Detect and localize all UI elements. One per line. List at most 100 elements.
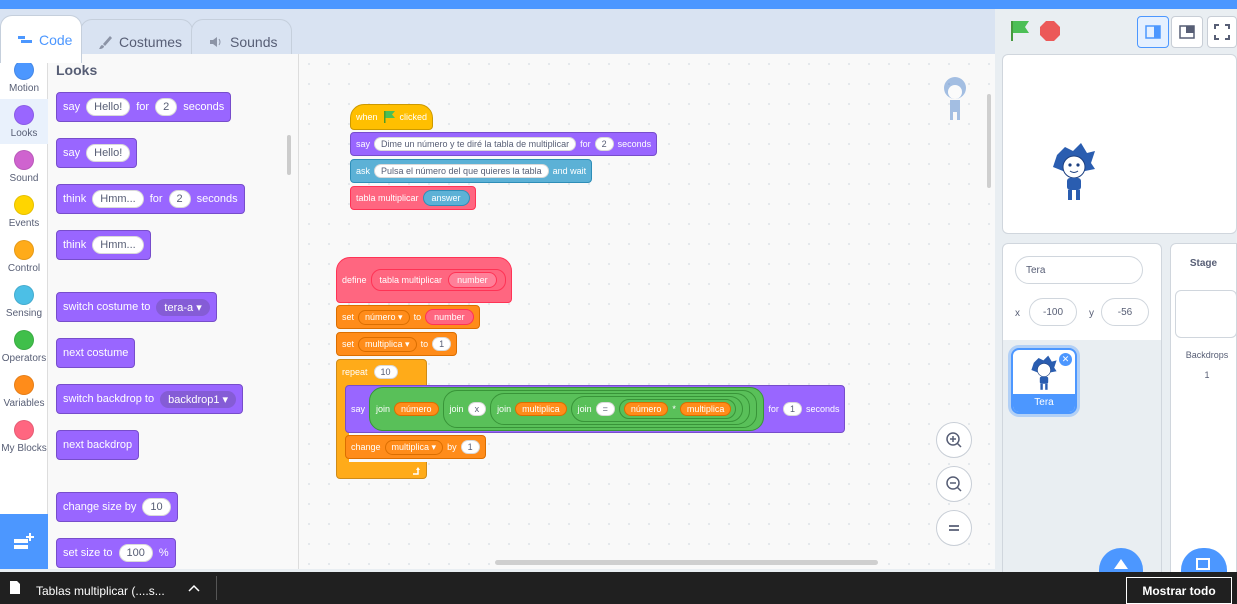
zoom-reset-button[interactable] [936, 510, 972, 546]
sprite-name-field[interactable]: Tera [1015, 256, 1143, 284]
category-operators[interactable]: Operators [0, 324, 48, 369]
block-input[interactable]: 1 [782, 402, 802, 416]
variable-dropdown[interactable]: multiplica ▾ [384, 439, 444, 455]
block-input[interactable]: Hello! [86, 98, 131, 116]
backdrop-dropdown[interactable]: backdrop1 ▾ [160, 390, 237, 408]
block-text: * [672, 404, 676, 414]
tab-code[interactable]: Code [0, 15, 82, 63]
block-text: join [577, 404, 592, 414]
variable-dropdown[interactable]: número ▾ [358, 309, 410, 325]
category-sensing[interactable]: Sensing [0, 279, 48, 324]
stop-icon[interactable] [1039, 20, 1061, 42]
add-extension-button[interactable] [0, 514, 48, 569]
block-input[interactable]: Pulsa el número del que quieres la tabla [374, 164, 549, 178]
variable-reporter[interactable]: número [394, 402, 439, 416]
join-reporter[interactable]: join x join multiplica join = número * m… [442, 390, 758, 428]
backdrop-thumbnail[interactable] [1175, 290, 1237, 338]
block-input[interactable]: x [467, 402, 487, 416]
block-input[interactable]: Hmm... [92, 190, 144, 208]
category-control[interactable]: Control [0, 234, 48, 279]
workspace-horizontal-scrollbar[interactable] [495, 560, 878, 565]
motion-dot-icon [14, 60, 34, 80]
block-say-for-secs[interactable]: say join número join x join multiplica j… [345, 385, 846, 433]
block-input[interactable]: 10 [373, 365, 398, 379]
block-input[interactable]: 2 [168, 190, 191, 208]
add-sprite-button[interactable] [1099, 548, 1143, 574]
block-text: ask [356, 166, 371, 176]
fullscreen-button[interactable] [1207, 16, 1237, 48]
tab-code-label: Code [39, 31, 73, 48]
category-label: Events [8, 218, 40, 229]
block-input[interactable]: 1 [432, 337, 452, 351]
join-reporter[interactable]: join multiplica join = número * multipli… [490, 393, 751, 425]
block-next-backdrop[interactable]: next backdrop [56, 430, 140, 460]
download-item-name[interactable]: Tablas multiplicar (....s... [36, 584, 165, 598]
block-text: next costume [63, 347, 129, 359]
stage-selector-pane[interactable]: Stage Backdrops 1 [1170, 243, 1237, 574]
zoom-out-button[interactable] [936, 466, 972, 502]
block-when-flag-clicked[interactable]: when clicked [350, 104, 434, 130]
block-input[interactable]: 100 [118, 544, 153, 562]
block-input[interactable]: Hmm... [92, 236, 144, 254]
stage-canvas[interactable] [1002, 54, 1237, 234]
sprite-y-field[interactable]: -56 [1101, 298, 1149, 326]
block-input[interactable]: 1 [460, 440, 480, 454]
show-all-button[interactable]: Mostrar todo [1126, 577, 1232, 604]
add-backdrop-button[interactable] [1181, 548, 1227, 574]
category-my-blocks[interactable]: My Blocks [0, 414, 48, 459]
join-reporter[interactable]: join = número * multiplica [570, 396, 744, 422]
block-input[interactable]: 2 [594, 137, 614, 151]
block-text: seconds [617, 139, 652, 149]
answer-reporter[interactable]: answer [422, 190, 470, 206]
small-stage-button[interactable] [1137, 16, 1169, 48]
zoom-in-button[interactable] [936, 422, 972, 458]
large-stage-button[interactable] [1171, 16, 1203, 48]
tera-sprite[interactable] [1049, 141, 1099, 203]
chevron-up-icon[interactable] [188, 583, 200, 593]
green-flag-icon[interactable] [1007, 19, 1031, 43]
category-events[interactable]: Events [0, 189, 48, 234]
block-input[interactable]: = [595, 402, 615, 416]
block-input[interactable]: 10 [142, 498, 171, 516]
block-input[interactable]: Hello! [86, 144, 131, 162]
category-variables[interactable]: Variables [0, 369, 48, 414]
category-looks[interactable]: Looks [0, 99, 48, 144]
join-reporter[interactable]: join número join x join multiplica join … [369, 387, 765, 431]
workspace-vertical-scrollbar[interactable] [987, 94, 991, 188]
param-reporter[interactable]: number [425, 309, 474, 325]
multiply-reporter[interactable]: número * multiplica [618, 399, 737, 419]
dropdown-value: tera-a [164, 301, 194, 314]
palette-scrollbar[interactable] [287, 135, 291, 175]
variable-reporter[interactable]: número [623, 402, 669, 416]
block-input[interactable]: 2 [155, 98, 178, 116]
costume-dropdown[interactable]: tera-a ▾ [156, 298, 210, 316]
sprite-thumbnail-tera[interactable]: ✕ Tera [1011, 348, 1077, 414]
variable-reporter[interactable]: multiplica [679, 402, 732, 416]
delete-sprite-icon[interactable]: ✕ [1059, 353, 1072, 366]
variable-reporter[interactable]: multiplica [515, 402, 567, 416]
sprite-x-field[interactable]: -100 [1029, 298, 1077, 326]
block-input[interactable]: Dime un número y te diré la tabla de mul… [374, 137, 577, 151]
block-next-costume[interactable]: next costume [56, 338, 136, 368]
param-reporter[interactable]: number [448, 272, 497, 288]
variable-dropdown[interactable]: multiplica ▾ [358, 336, 417, 352]
category-sound[interactable]: Sound [0, 144, 48, 189]
